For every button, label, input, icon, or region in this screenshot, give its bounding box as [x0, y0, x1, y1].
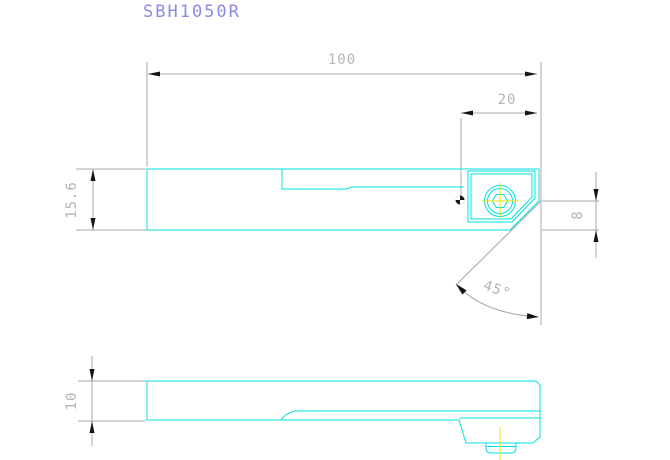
side-view-step-line — [280, 410, 540, 421]
arrow-10-bottom — [89, 421, 95, 433]
arrow-8-top — [593, 189, 599, 201]
side-view-body-outline — [146, 380, 541, 444]
angle-callout — [455, 200, 542, 320]
arrow-20-right — [525, 110, 537, 116]
arrow-8-bottom — [593, 230, 599, 242]
arrow-100-right — [525, 71, 537, 77]
top-view — [146, 168, 540, 231]
arrow-20-left — [461, 110, 473, 116]
edge-point-marker — [455, 195, 465, 205]
side-view-insert-tip — [485, 443, 517, 454]
arrow-156-top — [90, 169, 96, 181]
dimension-arrowheads — [89, 71, 599, 433]
side-view — [146, 380, 541, 460]
dim-label-body-width: 15.6 — [64, 181, 80, 219]
dim-label-shank-height: 10 — [64, 391, 80, 411]
top-view-body-outline — [146, 168, 540, 231]
top-view-pocket-step — [281, 169, 464, 190]
insert-outer-outline — [467, 170, 536, 223]
arrow-10-top — [89, 369, 95, 381]
angle-arrow-upper — [456, 284, 467, 295]
insert-inner-outline — [470, 173, 533, 220]
arrow-100-left — [148, 71, 160, 77]
angle-leg-diagonal — [455, 200, 542, 286]
dimension-lines — [76, 62, 599, 446]
angle-arrow-lower — [526, 313, 539, 320]
part-number-title: SBH1050R — [143, 2, 241, 22]
dim-label-head-length: 20 — [497, 92, 517, 108]
arrow-156-bottom — [90, 218, 96, 230]
dim-label-overall-length: 100 — [327, 52, 357, 68]
dim-label-edge-height: 8 — [570, 210, 586, 220]
